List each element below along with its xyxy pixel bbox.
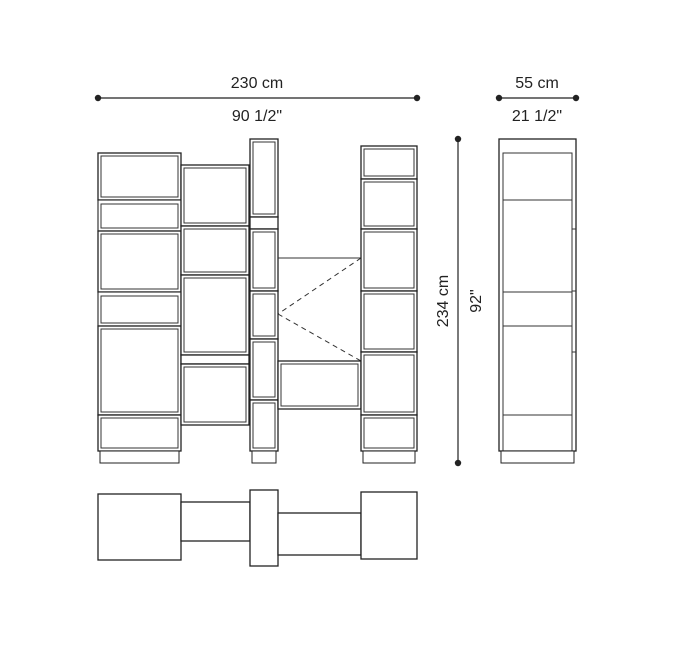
front-column-1 [97, 152, 182, 464]
height-cm-label: 234 cm [435, 275, 452, 327]
front-column-4 [360, 145, 418, 464]
top-view [97, 489, 418, 567]
height-dimension: 234 cm 92" [435, 135, 485, 467]
side-view [498, 138, 577, 464]
front-open-niche [277, 257, 362, 410]
width-in-label: 90 1/2" [232, 108, 282, 125]
width-dimension: 230 cm 90 1/2" [94, 75, 421, 125]
height-in-label: 92" [468, 289, 485, 312]
front-column-2 [180, 164, 250, 426]
depth-cm-label: 55 cm [515, 75, 559, 92]
front-view [97, 138, 418, 464]
depth-dimension: 55 cm 21 1/2" [495, 75, 580, 125]
depth-in-label: 21 1/2" [512, 108, 562, 125]
width-cm-label: 230 cm [231, 75, 283, 92]
front-column-3 [249, 138, 279, 464]
